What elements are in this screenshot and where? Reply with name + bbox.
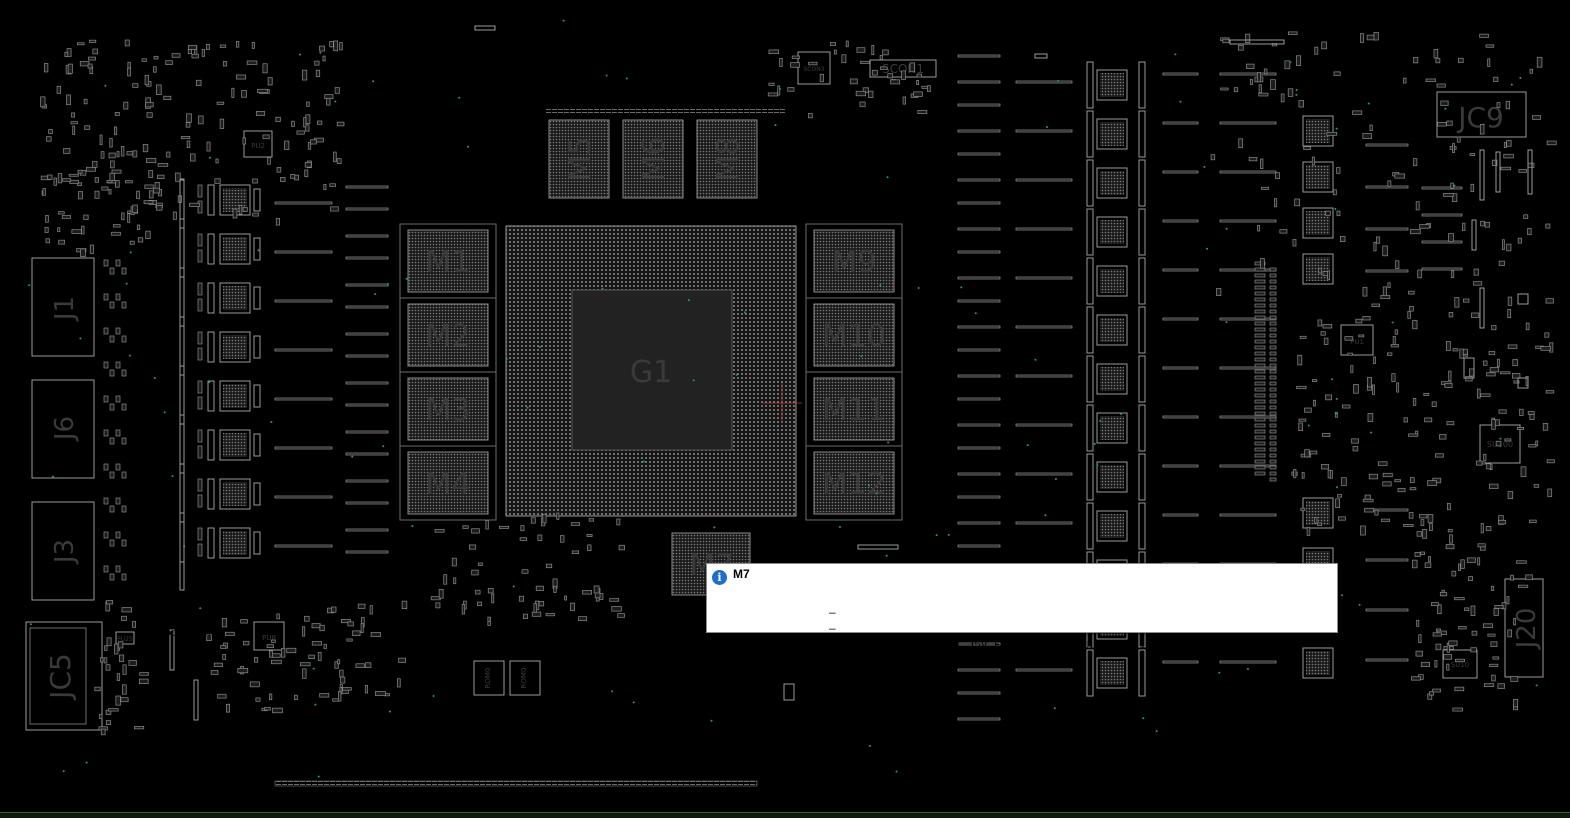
edge-connector-strip <box>274 780 758 787</box>
m5-label: M5 <box>563 137 598 182</box>
tooltip-row-signal: Сигнал: — <box>171 600 835 636</box>
ic-scon3[interactable]: SCON3 <box>797 51 831 85</box>
memory-m1[interactable]: M1 <box>399 223 497 299</box>
pu25-label: PU25 <box>117 636 133 643</box>
rom0-label-b: ROM0 <box>520 668 528 689</box>
tooltip-key-info: Информация: <box>144 628 218 640</box>
ic-pu25[interactable]: PU25 <box>115 631 135 645</box>
j6-label: J6 <box>50 416 80 442</box>
status-bar <box>0 812 1570 818</box>
scon3-label: SCON3 <box>803 66 824 73</box>
m5-m8-resistor-row <box>545 108 785 114</box>
tooltip-key-pin: Вывод: <box>177 596 218 608</box>
pu1-label: PU1 <box>1350 338 1364 346</box>
m1-label: M1 <box>426 245 471 280</box>
m6-label: M6 <box>637 137 672 182</box>
memory-m9[interactable]: M9 <box>805 223 903 299</box>
gpu-g1[interactable]: G1 <box>505 225 797 517</box>
ic-su10[interactable]: SU10 <box>1442 649 1478 679</box>
m10-label: M10 <box>822 319 886 354</box>
pu2-label: PU2 <box>251 142 265 150</box>
connector-j1[interactable]: J1 <box>31 257 95 357</box>
m4-label: M4 <box>426 467 471 502</box>
ic-pu1[interactable]: PU1 <box>1340 324 1374 356</box>
tooltip-value-signal: — <box>829 624 836 636</box>
memory-m4[interactable]: M4 <box>399 445 497 521</box>
connector-j3[interactable]: J3 <box>31 501 95 601</box>
memory-m3[interactable]: M3 <box>399 371 497 447</box>
tooltip-row-info: Информация: GDDR6X 512M*32 21G 1.35V FBG… <box>145 616 1245 652</box>
m3-label: M3 <box>426 393 471 428</box>
memory-m6[interactable]: M6 <box>622 119 684 199</box>
j1-label: J1 <box>50 296 80 322</box>
ic-rom0-a[interactable]: ROM0 <box>473 660 505 696</box>
g1-label: G1 <box>630 355 672 390</box>
j20-label: J20 <box>1512 608 1542 651</box>
ic-rom0-b[interactable]: ROM0 <box>509 660 541 696</box>
m12-label: M12 <box>822 467 886 502</box>
jc5-label: JC5 <box>44 653 77 701</box>
memory-m10[interactable]: M10 <box>805 297 903 373</box>
rom0-label-a: ROM0 <box>484 668 492 689</box>
m11-label: M11 <box>822 393 886 428</box>
memory-m11[interactable]: M11 <box>805 371 903 447</box>
info-icon: i <box>712 570 727 585</box>
m9-label: M9 <box>832 245 877 280</box>
tooltip-value-pin: — <box>829 608 836 620</box>
top-marker <box>474 25 496 31</box>
memory-m5[interactable]: M5 <box>548 119 610 199</box>
memory-m8[interactable]: M8 <box>696 119 758 199</box>
j3-label: J3 <box>50 539 80 565</box>
tooltip-row-pin: Вывод: — <box>178 584 836 620</box>
tooltip-value-info: GDDR6X 512M*32 21G 1.35V FBGA180//MICRON… <box>829 640 1245 652</box>
cursor-crosshair <box>762 383 802 423</box>
passive-components <box>28 19 1557 778</box>
component-info-tooltip: i M7 Вывод: — Сигнал: — Информация: GDDR… <box>145 563 1338 652</box>
pu8-label: PU8 <box>262 634 276 642</box>
m8-label: M8 <box>711 137 746 182</box>
tooltip-key-signal: Сигнал: <box>171 612 218 624</box>
ic-pu8[interactable]: PU8 <box>253 621 285 651</box>
su10-label: SU10 <box>1451 661 1469 669</box>
connector-j20[interactable]: J20 <box>1504 578 1544 678</box>
m2-label: M2 <box>426 319 471 354</box>
memory-m2[interactable]: M2 <box>399 297 497 373</box>
memory-m12[interactable]: M12 <box>805 445 903 521</box>
connector-j6[interactable]: J6 <box>31 379 95 479</box>
tooltip-title: M7 <box>733 567 750 581</box>
connector-jc5[interactable]: JC5 <box>25 621 103 731</box>
